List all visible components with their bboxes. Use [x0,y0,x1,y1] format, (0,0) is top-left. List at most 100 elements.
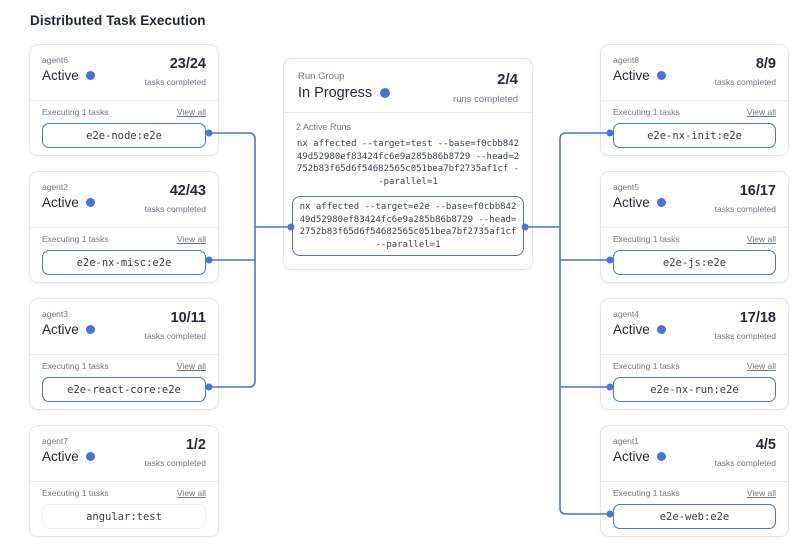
executing-label: Executing 1 tasks [613,107,680,117]
view-all-link[interactable]: View all [176,107,206,117]
agent-name: agent5 [613,182,639,192]
agent-card-header: agent3 Active 10/11 tasks completed [30,299,218,355]
view-all-link[interactable]: View all [746,107,776,117]
tasks-progress-caption: tasks completed [714,77,776,87]
task-chip[interactable]: angular:test [42,504,206,529]
agent-name: agent6 [42,55,68,65]
view-all-link[interactable]: View all [176,361,206,371]
active-runs-label: 2 Active Runs [296,122,352,132]
agent-status: Active [613,449,650,464]
tasks-progress-caption: tasks completed [714,458,776,468]
tasks-progress: 42/43 [169,183,206,199]
agent-name: agent4 [613,309,639,319]
status-dot-icon [656,198,666,207]
agent-card-agent4: agent4 Active 17/18 tasks completed Exec… [600,298,789,410]
executing-label: Executing 1 tasks [613,488,680,498]
agent-card-body: Executing 1 tasks View all angular:test [30,482,218,529]
status-dot-icon [380,88,391,98]
agent-card-agent3: agent3 Active 10/11 tasks completed Exec… [29,298,219,410]
agent-card-agent8: agent8 Active 8/9 tasks completed Execut… [600,44,789,156]
tasks-progress: 1/2 [185,437,206,453]
status-dot-icon [85,325,95,334]
agent-card-agent7: agent7 Active 1/2 tasks completed Execut… [29,425,219,537]
view-all-link[interactable]: View all [746,234,776,244]
agent-card-body: Executing 1 tasks View all e2e-web:e2e [601,482,788,529]
task-chip[interactable]: e2e-js:e2e [613,250,776,275]
agent-status: Active [42,195,79,210]
status-dot-icon [656,325,666,334]
executing-label: Executing 1 tasks [42,361,109,371]
executing-label: Executing 1 tasks [613,361,680,371]
tasks-progress: 16/17 [739,183,776,199]
agent-status: Active [613,195,650,210]
agent-name: agent3 [42,309,68,319]
status-dot-icon [85,198,95,207]
agent-card-body: Executing 1 tasks View all e2e-js:e2e [601,228,788,275]
agent-card-body: Executing 1 tasks View all e2e-react-cor… [30,355,218,402]
agent-status: Active [613,68,650,83]
page-title: Distributed Task Execution [30,13,206,28]
agent-status: Active [42,68,79,83]
agent-name: agent2 [42,182,68,192]
tasks-progress: 17/18 [739,310,776,326]
tasks-progress-caption: tasks completed [144,331,206,341]
agent-card-header: agent7 Active 1/2 tasks completed [30,426,218,482]
agent-card-header: agent6 Active 23/24 tasks completed [30,45,218,101]
run-group-header: Run Group In Progress 2/4 runs completed [284,59,532,113]
tasks-progress: 8/9 [755,56,776,72]
agent-card-agent2: agent2 Active 42/43 tasks completed Exec… [29,171,219,283]
agent-name: agent1 [613,436,639,446]
task-chip[interactable]: e2e-react-core:e2e [42,377,206,402]
task-chip[interactable]: e2e-web:e2e [613,504,776,529]
tasks-progress-caption: tasks completed [144,204,206,214]
run-command[interactable]: nx affected --target=test --base=f0cbb84… [296,139,520,187]
agent-card-header: agent5 Active 16/17 tasks completed [601,172,788,228]
executing-label: Executing 1 tasks [42,488,109,498]
task-chip[interactable]: e2e-node:e2e [42,123,206,148]
status-dot-icon [85,452,95,461]
view-all-link[interactable]: View all [746,488,776,498]
tasks-progress-caption: tasks completed [144,77,206,87]
run-group-card: Run Group In Progress 2/4 runs completed… [283,58,533,270]
agent-card-body: Executing 1 tasks View all e2e-nx-init:e… [601,101,788,148]
view-all-link[interactable]: View all [176,234,206,244]
agent-status: Active [42,449,79,464]
tasks-progress-caption: tasks completed [714,331,776,341]
agent-card-body: Executing 1 tasks View all e2e-nx-misc:e… [30,228,218,275]
agent-status: Active [613,322,650,337]
executing-label: Executing 1 tasks [42,234,109,244]
view-all-link[interactable]: View all [746,361,776,371]
agent-card-header: agent2 Active 42/43 tasks completed [30,172,218,228]
agent-status: Active [42,322,79,337]
task-chip[interactable]: e2e-nx-run:e2e [613,377,776,402]
run-group-status: In Progress [298,85,373,101]
status-dot-icon [85,71,95,80]
agent-card-agent6: agent6 Active 23/24 tasks completed Exec… [29,44,219,156]
agent-card-agent1: agent1 Active 4/5 tasks completed Execut… [600,425,789,537]
run-group-body: 2 Active Runs nx affected --target=test … [284,113,532,256]
agent-card-agent5: agent5 Active 16/17 tasks completed Exec… [600,171,789,283]
agent-card-header: agent8 Active 8/9 tasks completed [601,45,788,101]
tasks-progress-caption: tasks completed [714,204,776,214]
agent-card-header: agent4 Active 17/18 tasks completed [601,299,788,355]
agent-name: agent7 [42,436,68,446]
agent-card-body: Executing 1 tasks View all e2e-nx-run:e2… [601,355,788,402]
tasks-progress: 4/5 [755,437,776,453]
runs-progress-caption: runs completed [453,94,518,105]
status-dot-icon [656,71,666,80]
executing-label: Executing 1 tasks [613,234,680,244]
runs-progress: 2/4 [497,71,518,88]
status-dot-icon [656,452,666,461]
tasks-progress: 10/11 [170,310,207,326]
tasks-progress: 23/24 [169,56,206,72]
run-group-label: Run Group [298,71,345,82]
task-chip[interactable]: e2e-nx-init:e2e [613,123,776,148]
run-command-highlighted[interactable]: nx affected --target=e2e --base=f0cbb842… [292,196,524,256]
view-all-link[interactable]: View all [176,488,206,498]
tasks-progress-caption: tasks completed [144,458,206,468]
agent-card-header: agent1 Active 4/5 tasks completed [601,426,788,482]
executing-label: Executing 1 tasks [42,107,109,117]
task-chip[interactable]: e2e-nx-misc:e2e [42,250,206,275]
agent-card-body: Executing 1 tasks View all e2e-node:e2e [30,101,218,148]
